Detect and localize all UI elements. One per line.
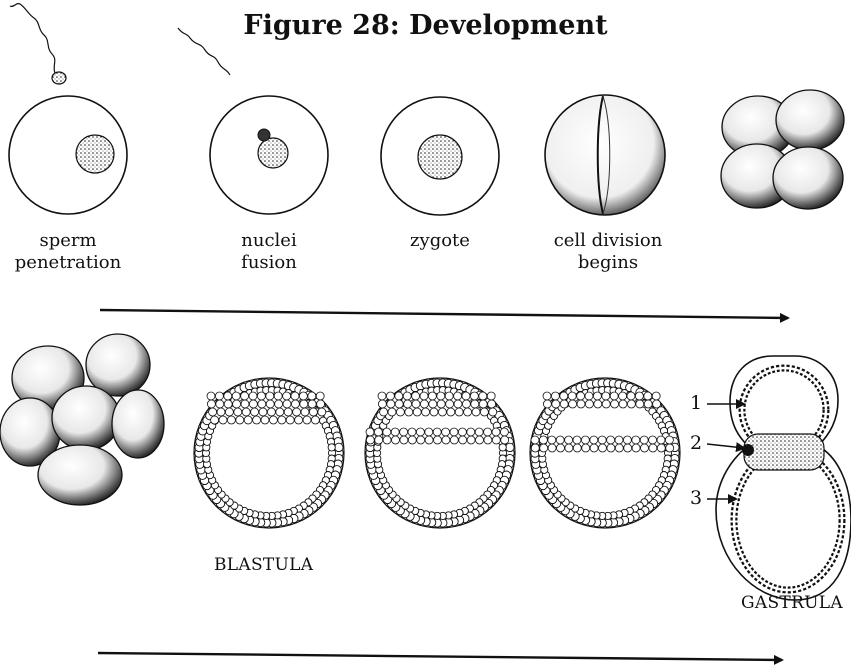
- gastrula-marker-3: 3: [690, 487, 702, 509]
- label-sperm-penetration: sperm penetration: [8, 230, 128, 274]
- egg-nuclei-fusion: [178, 28, 328, 214]
- blastula-embryo-1: [194, 378, 344, 528]
- blastula-embryo-3: [530, 378, 680, 528]
- sperm-tail-icon: [10, 4, 55, 73]
- blastula-stages: [194, 378, 680, 528]
- sperm-head-icon: [52, 72, 66, 84]
- sperm-tail-icon: [178, 28, 230, 75]
- top-arrow: [100, 310, 788, 318]
- label-zygote: zygote: [390, 230, 490, 252]
- bottom-arrow: [98, 653, 782, 660]
- label-cell-division: cell division begins: [543, 230, 673, 274]
- gastrula-marker-1: 1: [690, 392, 702, 414]
- morula: [0, 334, 164, 505]
- egg-two-cell: [545, 95, 665, 215]
- blastula-embryo-2: [365, 378, 515, 528]
- marker-2-arrow: [707, 444, 744, 448]
- gastrula: [716, 356, 851, 600]
- egg-sperm-penetration: [9, 4, 127, 214]
- egg-zygote: [381, 97, 499, 215]
- label-blastula: BLASTULA: [214, 554, 324, 576]
- label-nuclei-fusion: nuclei fusion: [219, 230, 319, 274]
- egg-four-cell: [721, 90, 844, 209]
- gastrula-marker-2: 2: [690, 432, 702, 454]
- label-gastrula: GASTRULA: [736, 592, 848, 614]
